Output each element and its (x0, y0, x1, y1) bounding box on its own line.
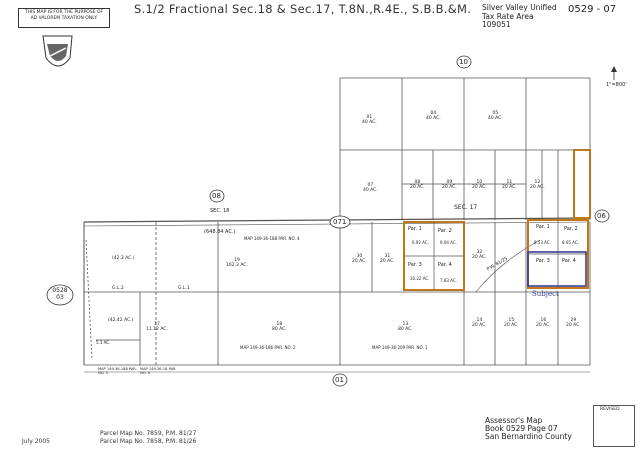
map-ref: MAP 149-36-209 PAR. NO. 1 (372, 345, 428, 350)
map-ref: MAP 149-36-186 PAR. NO. 2 (240, 345, 296, 350)
map-title: S.1/2 Fractional Sec.18 & Sec.17, T.8N.,… (134, 2, 472, 16)
revised-label: REVISED (600, 407, 620, 412)
lot-label: (42.42 AC.) (108, 318, 134, 323)
section-18-label: SEC. 18 (210, 208, 230, 214)
map-ref: MAP 149-36-188 PAR. NO. 4 (244, 236, 300, 241)
section-marker: 071 (333, 218, 347, 226)
school-district: Silver Valley Unified Tax Rate Area 1090… (482, 3, 557, 29)
highlight-acres: 8.65 AC. (562, 240, 579, 245)
highlight-parcel-label: Par. 2 (438, 228, 452, 234)
section-17-label: SEC. 17 (454, 204, 478, 211)
road-label-08: 08 (212, 192, 221, 200)
map-ref: MAP 149-36-18 PAR. NO. 4 (140, 367, 177, 375)
highlight-acres: 8.53 AC. (534, 240, 551, 245)
section-18-area: (648.84 AC.) (204, 229, 236, 235)
highlight-acres: 6.92 AC. (412, 240, 429, 245)
road-label-bottom: 01 (335, 376, 344, 384)
lot-label: 5.3 AC. (96, 340, 111, 345)
county-seal-icon (42, 35, 73, 67)
road-label-top: 10 (459, 58, 468, 66)
map-ref: MAP 149-36-188 PAR. NO. 5 (98, 367, 137, 375)
highlight-parcel-label: Par. 3 (408, 262, 422, 268)
road-label-right: 06 (597, 212, 606, 220)
lot-label: (42.3 AC.) (112, 256, 135, 261)
revised-box (593, 405, 635, 447)
highlight-acres: 7.83 AC. (440, 278, 457, 283)
highlight-acres: 9.04 AC. (440, 240, 457, 245)
parcel-map-ref: Parcel Map No. 7859, P.M. 81/27 (100, 430, 197, 437)
highlight-parcel-label: Par. 4 (562, 258, 576, 264)
neighbor-map-label: 0528 03 (52, 287, 68, 301)
subject-label: Subject (532, 290, 559, 298)
lot-label: G.L.1 (178, 286, 190, 291)
highlight-parcel-label: Par. 1 (408, 226, 422, 232)
highlight-acres: 10.22 AC. (410, 276, 430, 281)
lot-label: G.L.2 (112, 286, 124, 291)
map-date: July 2005 (22, 438, 50, 445)
highlight-parcel-label: Par. 4 (438, 262, 452, 268)
scale-label: 1"=800' (606, 82, 627, 88)
highlight-parcel-label: Par. 1 (536, 224, 550, 230)
assessor-block: Assessor's Map Book 0529 Page 07 San Ber… (485, 416, 572, 441)
page-number: 0529 - 07 (568, 4, 617, 15)
parcel-map-ref: Parcel Map No. 7858, P.M. 81/26 (100, 438, 197, 445)
highlight-parcel-label: Par. 3 (536, 258, 550, 264)
highlight-parcel-label: Par. 2 (564, 226, 578, 232)
north-arrow-icon (611, 66, 617, 80)
disclaimer-box: THIS MAP IS FOR THE PURPOSE OF AD VALORE… (18, 8, 110, 28)
